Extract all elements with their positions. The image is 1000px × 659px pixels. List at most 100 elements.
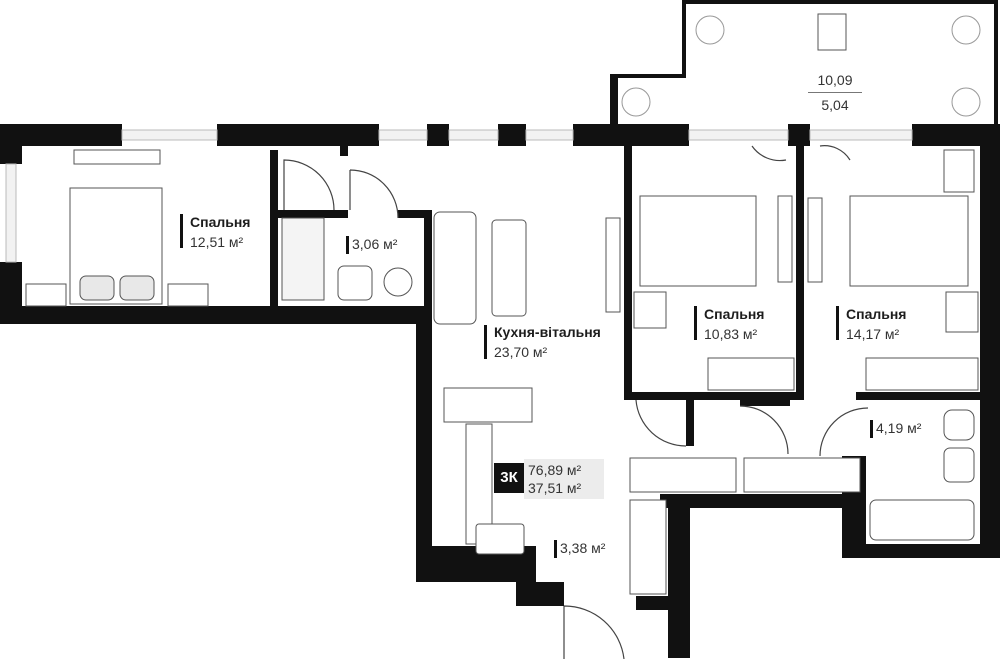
terrace-divider (808, 92, 862, 93)
wall-mid-left (624, 146, 632, 396)
wall-top-mid-3 (498, 124, 526, 146)
room-label-bathroom-small: 3,06 м² (352, 234, 397, 254)
window-5 (688, 129, 789, 141)
window-6 (809, 129, 913, 141)
tv-unit (605, 217, 621, 313)
label-marker (346, 236, 349, 254)
room-label-kitchen-living: Кухня-вітальня 23,70 м² (494, 322, 601, 362)
nightstand-left-2 (167, 283, 209, 307)
sofa (433, 211, 477, 325)
room-area: 4,19 м² (876, 420, 922, 436)
room-area: 23,70 м² (494, 344, 548, 360)
plant-icon (951, 15, 981, 45)
nightstand-mid (633, 291, 667, 329)
window-2 (378, 129, 428, 141)
door-bath-right (819, 407, 869, 457)
wall-mid-bottom (624, 392, 804, 400)
cabinet-small (281, 217, 325, 301)
label-marker (554, 540, 557, 558)
window-left (5, 163, 17, 263)
stove (475, 523, 525, 555)
windows (5, 129, 913, 263)
room-area: 10,83 м² (704, 326, 758, 342)
room-name: Спальня (190, 214, 251, 230)
mirror-mid (777, 195, 793, 283)
wall-kitchen-left (416, 324, 432, 582)
wall-smallbath-top-left (276, 210, 348, 218)
wall-top-mid-1 (217, 124, 379, 146)
toilet-small (383, 267, 413, 297)
wall-top-right-1 (788, 124, 810, 146)
furniture (25, 13, 981, 595)
wall-right (980, 124, 1000, 558)
mirror-right (807, 197, 823, 283)
room-area: 3,38 м² (560, 540, 606, 556)
wall-smallbath-top-right (398, 210, 432, 218)
bed-middle (639, 195, 757, 287)
door-entrance (563, 605, 625, 659)
wall-left-bedroom-bottom (0, 306, 432, 324)
terrace-table (817, 13, 847, 51)
room-area: 14,17 м² (846, 326, 900, 342)
wall-top-mid-4 (573, 124, 689, 146)
plant-icons (621, 15, 981, 117)
label-marker (836, 306, 839, 340)
wall-corridor (686, 396, 694, 446)
window-1 (121, 129, 218, 141)
wall-mid-right (796, 146, 804, 396)
door-small-bath (349, 169, 399, 219)
nightstand-right (945, 291, 979, 333)
terrace-area-reduced: 5,04 (821, 97, 849, 113)
wall-terrace-5 (994, 0, 998, 124)
wall-left-top (0, 124, 22, 164)
room-name: Спальня (846, 306, 907, 322)
apartment-area-box: 76,89 м² 37,51 м² (524, 459, 604, 499)
sink-small (337, 265, 373, 301)
closet-corridor-1 (629, 457, 737, 493)
toilet-right (943, 409, 975, 441)
wall-partition-2 (340, 146, 348, 156)
wall-bath-bottom (842, 544, 1000, 558)
wall-terrace-3 (682, 0, 686, 78)
room-label-bedroom-right: Спальня 14,17 м² (846, 304, 906, 344)
closet-corridor-2 (743, 457, 861, 493)
room-area: 12,51 м² (190, 234, 244, 250)
door-balcony-2 (819, 145, 851, 161)
bathtub (869, 499, 975, 541)
desk-right (943, 149, 975, 193)
wall-top-right-2 (912, 124, 1000, 146)
wall-top-mid-2 (427, 124, 449, 146)
wall-terrace-2 (610, 74, 686, 78)
terrace-label: 10,09 5,04 (796, 70, 874, 115)
plant-icon (621, 87, 651, 117)
wall-hall-bottom-left (516, 582, 564, 606)
room-label-bedroom-middle: Спальня 10,83 м² (704, 304, 764, 344)
door-right-bedroom (739, 405, 789, 455)
wall-top-left (0, 124, 122, 146)
wall-smallbath-right (424, 210, 432, 324)
wall-right-block (660, 494, 842, 508)
room-area: 3,06 м² (352, 236, 398, 252)
wall-hall-bottom-right (636, 596, 690, 610)
plant-icon (695, 15, 725, 45)
wall-terrace-4 (682, 0, 998, 4)
wardrobe-left (73, 149, 161, 165)
dining-table (443, 387, 533, 423)
apartment-type-badge: 3К (494, 463, 524, 493)
door-balcony-1 (751, 145, 787, 162)
room-label-hallway: 3,38 м² (560, 538, 605, 558)
wall-corridor-2 (740, 398, 790, 406)
plant-icon (951, 87, 981, 117)
wall-partition-1 (270, 150, 278, 310)
room-label-bathroom-right: 4,19 м² (876, 418, 921, 438)
label-marker (870, 420, 873, 438)
label-marker (694, 306, 697, 340)
coffee-table (491, 219, 527, 317)
label-marker (484, 325, 487, 359)
wall-right-stub (668, 494, 690, 658)
total-area: 76,89 м² (528, 462, 582, 478)
room-label-bedroom-left: Спальня 12,51 м² (190, 212, 250, 252)
wardrobe-right (865, 357, 979, 391)
